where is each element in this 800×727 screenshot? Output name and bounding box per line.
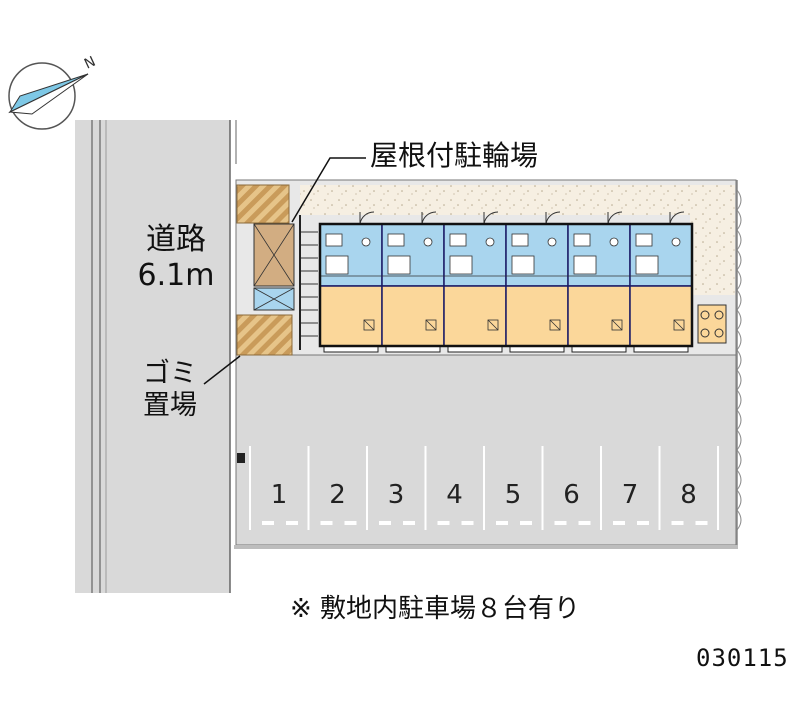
- parking-space: 8: [658, 446, 708, 530]
- unit: [443, 211, 507, 353]
- apartment-units: [318, 211, 694, 353]
- road-width: 6.1m: [137, 258, 215, 293]
- walkway: [300, 185, 735, 215]
- road-label: 道路 6.1m: [126, 222, 226, 294]
- garbage-area: [236, 314, 293, 356]
- bike-parking-label: 屋根付駐輪場: [370, 139, 539, 172]
- garbage-label-line1: ゴミ: [143, 358, 197, 389]
- road-name: 道路: [146, 222, 206, 257]
- stairs: [253, 223, 295, 311]
- walkway-east: [690, 185, 735, 295]
- parking-space: 2: [307, 446, 357, 530]
- property-code: 030115: [696, 644, 789, 672]
- parking-note: ※ 敷地内駐車場８台有り: [290, 594, 581, 624]
- parking-space-number: 6: [563, 480, 580, 510]
- bike-parking-area: [236, 184, 290, 224]
- unit: [629, 211, 693, 353]
- ac-units: [697, 304, 727, 344]
- compass-icon: N: [8, 54, 98, 130]
- parking-space-number: 4: [446, 480, 463, 510]
- parking-space: 3: [366, 446, 415, 530]
- garbage-leader: [203, 355, 241, 385]
- unit: [319, 211, 383, 353]
- entry-marker: [237, 453, 245, 463]
- parking-space-number: 1: [271, 480, 288, 510]
- parking-space: 6: [541, 446, 591, 530]
- parking-space: 1: [249, 446, 298, 530]
- garbage-label-line2: 置場: [143, 390, 197, 421]
- road: [75, 120, 237, 593]
- unit: [381, 211, 445, 353]
- parking-stalls: 1 2 3 4 5 6 7 8: [249, 446, 719, 530]
- unit: [567, 211, 631, 353]
- bike-parking-leader: [291, 157, 366, 223]
- right-boundary: [736, 180, 742, 545]
- parking-space-number: 5: [505, 480, 522, 510]
- unit: [505, 211, 569, 353]
- parking-space: 7: [600, 446, 649, 530]
- parking-space: 5: [483, 446, 532, 530]
- compass-north-label: N: [82, 54, 98, 73]
- parking-space-number: 7: [622, 480, 639, 510]
- parking-space: 4: [424, 446, 474, 530]
- parking-space-number: 8: [680, 480, 697, 510]
- garbage-label: ゴミ 置場: [136, 358, 204, 422]
- parking-space-number: 3: [388, 480, 405, 510]
- corridor: [299, 215, 318, 350]
- parking-space-number: 2: [329, 480, 346, 510]
